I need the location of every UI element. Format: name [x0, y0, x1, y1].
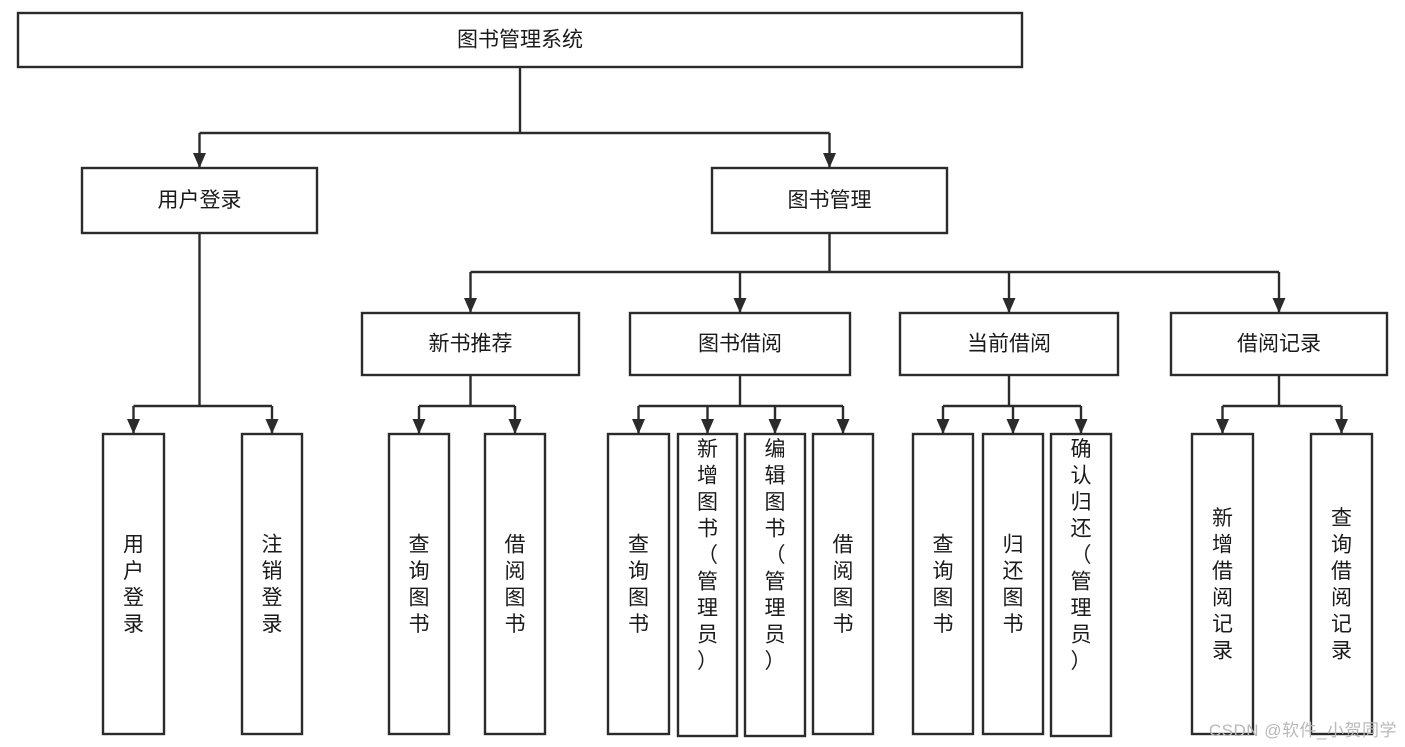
- node-box: [606, 432, 671, 736]
- node-label: 查询图书: [933, 534, 954, 637]
- node-box: [360, 311, 581, 377]
- arrow-head-icon: [265, 419, 279, 434]
- arrow-head-icon: [632, 419, 645, 434]
- connector-group-当前借阅: [936, 375, 1088, 434]
- node-box: [1190, 432, 1255, 736]
- node-label: 借阅图书: [505, 534, 526, 637]
- node-label: 当前借阅: [967, 333, 1051, 356]
- node-leaf-新增图书管理员[interactable]: 新增图书（管理员）: [676, 432, 739, 738]
- arrow-head-icon: [836, 419, 850, 434]
- node-label: 借阅图书: [833, 534, 854, 637]
- node-box: [1169, 311, 1389, 377]
- node-box: [898, 311, 1120, 377]
- node-box: [811, 432, 875, 736]
- connector-group-借阅记录: [1216, 375, 1348, 434]
- node-label: 新书推荐: [429, 333, 513, 356]
- node-box: [240, 432, 304, 736]
- node-l3-借阅记录[interactable]: 借阅记录: [1169, 311, 1389, 377]
- node-leaf-新增借阅记录[interactable]: 新增借阅记录: [1190, 432, 1255, 736]
- node-leaf-用户登录[interactable]: 用户登录: [101, 432, 166, 736]
- node-l2-用户登录[interactable]: 用户登录: [80, 166, 319, 235]
- arrow-head-icon: [1002, 298, 1016, 313]
- node-box: [628, 311, 852, 377]
- node-l2-图书管理[interactable]: 图书管理: [710, 166, 949, 235]
- node-layer: 图书管理系统用户登录图书管理新书推荐图书借阅当前借阅借阅记录用户登录注销登录查询…: [16, 11, 1389, 738]
- connector-group-图书借阅: [632, 375, 850, 434]
- node-l3-新书推荐[interactable]: 新书推荐: [360, 311, 581, 377]
- node-label: 新增借阅记录: [1212, 507, 1233, 663]
- connector-layer: [127, 67, 1348, 434]
- node-l3-图书借阅[interactable]: 图书借阅: [628, 311, 852, 377]
- node-leaf-编辑图书管理员[interactable]: 编辑图书（管理员）: [743, 432, 807, 738]
- node-l3-当前借阅[interactable]: 当前借阅: [898, 311, 1120, 377]
- arrow-head-icon: [1335, 419, 1348, 434]
- node-box: [80, 166, 319, 235]
- arrow-head-icon: [823, 153, 836, 168]
- node-box: [16, 11, 1024, 69]
- arrow-head-icon: [127, 419, 140, 434]
- node-leaf-确认归还管理员[interactable]: 确认归还（管理员）: [1049, 432, 1113, 738]
- node-label: 查询借阅记录: [1331, 507, 1352, 663]
- node-leaf-查询图书[interactable]: 查询图书: [606, 432, 671, 736]
- node-label: 借阅记录: [1237, 333, 1321, 356]
- node-leaf-归还图书[interactable]: 归还图书: [981, 432, 1045, 736]
- arrow-head-icon: [936, 419, 950, 434]
- arrow-head-icon: [1216, 419, 1229, 434]
- node-root-图书管理系统[interactable]: 图书管理系统: [16, 11, 1024, 69]
- node-label: 图书管理系统: [457, 29, 583, 52]
- node-label: 编辑图书（管理员）: [765, 438, 786, 673]
- arrow-head-icon: [1006, 419, 1020, 434]
- node-box: [676, 432, 739, 738]
- node-box: [483, 432, 547, 736]
- connector-group-用户登录: [127, 233, 279, 434]
- node-box: [743, 432, 807, 738]
- arrow-head-icon: [701, 419, 714, 434]
- node-label: 用户登录: [158, 189, 242, 212]
- node-box: [911, 432, 975, 736]
- node-label: 确认归还（管理员）: [1071, 438, 1092, 673]
- node-leaf-查询图书[interactable]: 查询图书: [911, 432, 975, 736]
- arrow-head-icon: [768, 419, 782, 434]
- node-label: 查询图书: [628, 534, 649, 637]
- node-box: [101, 432, 166, 736]
- connector-group-图书管理系统: [193, 67, 836, 168]
- node-box: [1049, 432, 1113, 738]
- arrow-head-icon: [508, 419, 522, 434]
- arrow-head-icon: [1074, 419, 1088, 434]
- connector-group-新书推荐: [412, 375, 522, 434]
- node-leaf-注销登录[interactable]: 注销登录: [240, 432, 304, 736]
- node-label: 新增图书（管理员）: [697, 438, 718, 673]
- node-label: 图书借阅: [698, 333, 782, 356]
- arrow-head-icon: [412, 419, 426, 434]
- node-label: 图书管理: [788, 189, 872, 212]
- connector-group-图书管理: [464, 233, 1286, 313]
- node-label: 归还图书: [1003, 534, 1024, 637]
- node-leaf-借阅图书[interactable]: 借阅图书: [811, 432, 875, 736]
- node-label: 用户登录: [123, 534, 144, 637]
- node-label: 注销登录: [262, 534, 283, 637]
- arrow-head-icon: [193, 153, 206, 168]
- node-box: [387, 432, 451, 736]
- node-leaf-借阅图书[interactable]: 借阅图书: [483, 432, 547, 736]
- node-leaf-查询图书[interactable]: 查询图书: [387, 432, 451, 736]
- node-leaf-查询借阅记录[interactable]: 查询借阅记录: [1309, 432, 1374, 736]
- node-label: 查询图书: [409, 534, 430, 637]
- arrow-head-icon: [464, 298, 477, 313]
- node-box: [710, 166, 949, 235]
- arrow-head-icon: [733, 298, 747, 313]
- node-box: [1309, 432, 1374, 736]
- arrow-head-icon: [1272, 298, 1286, 313]
- node-box: [981, 432, 1045, 736]
